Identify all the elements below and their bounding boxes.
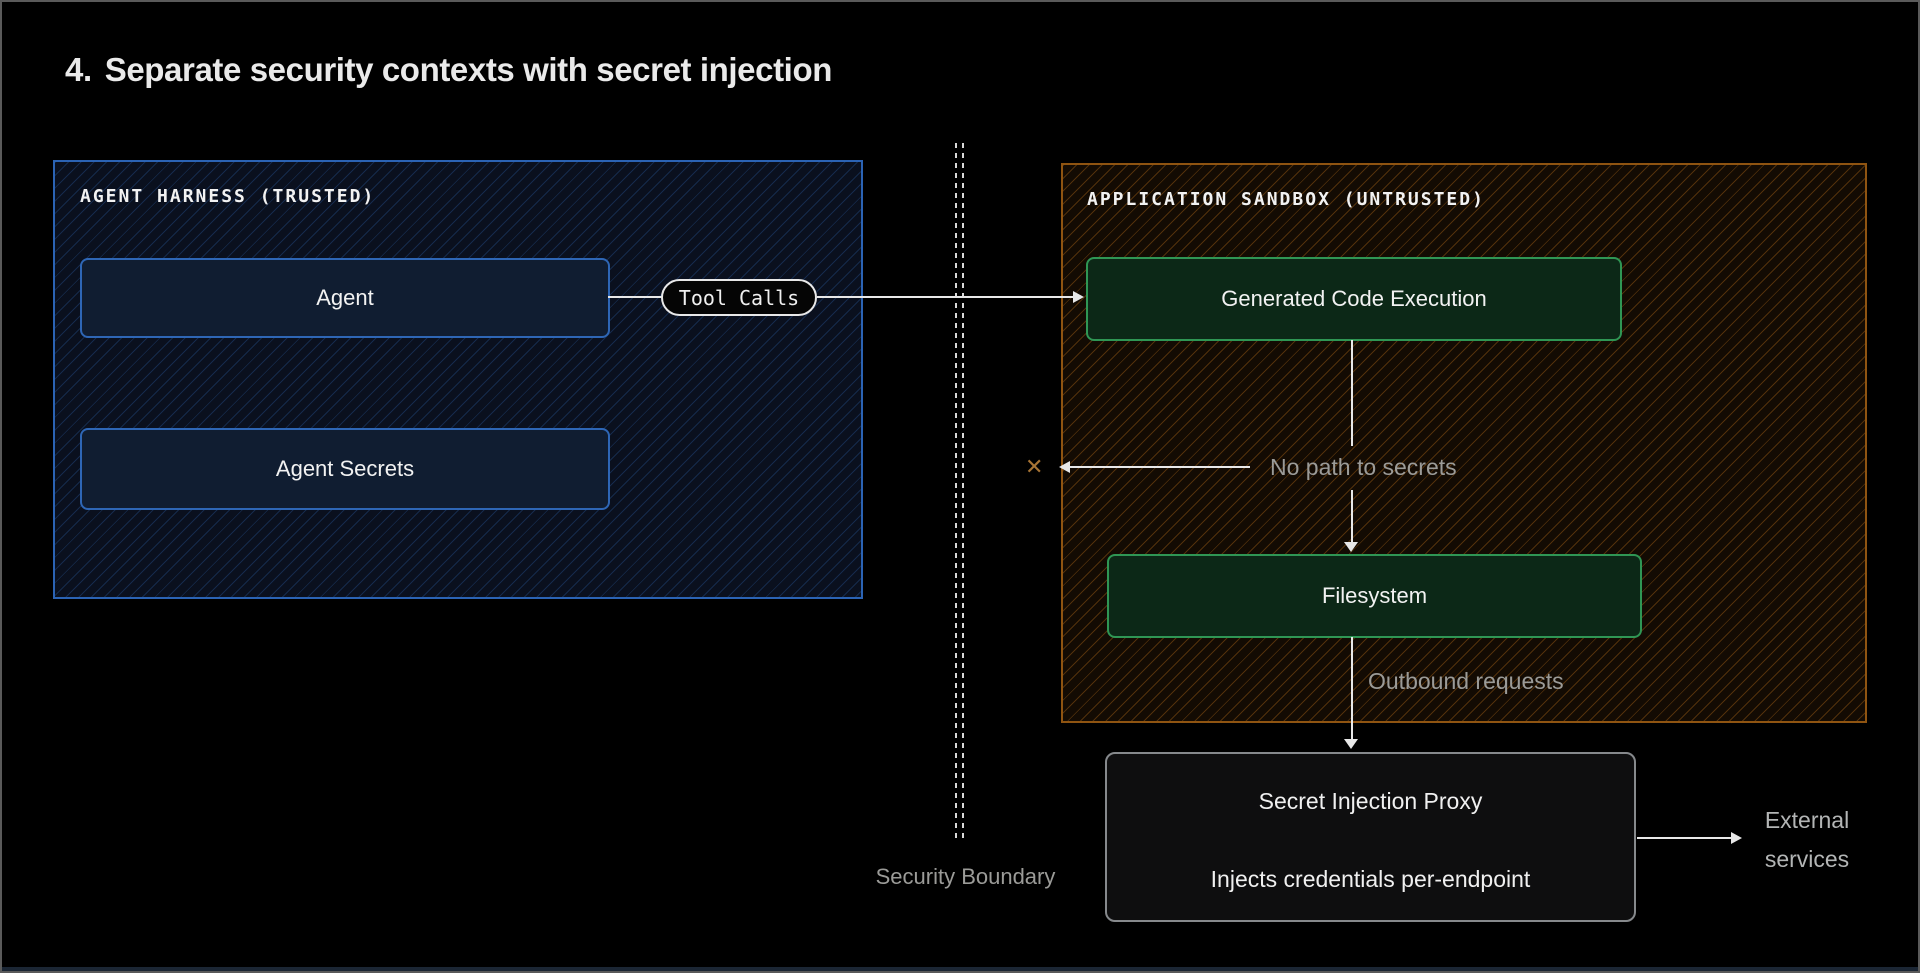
arrow-down-icon [1344, 542, 1358, 552]
connector-no-path-to-secrets [1070, 466, 1250, 468]
secret-injection-proxy-title: Secret Injection Proxy [1258, 788, 1483, 814]
outbound-requests-label: Outbound requests [1368, 668, 1564, 694]
application-sandbox-label: APPLICATION SANDBOX (UNTRUSTED) [1087, 189, 1485, 210]
external-services-line2: services [1764, 846, 1850, 872]
agent-harness-label: AGENT HARNESS (TRUSTED) [80, 186, 376, 207]
connector-tool-calls-to-gce [817, 296, 1074, 298]
page-title-text: Separate security contexts with secret i… [104, 51, 833, 88]
security-boundary-label: Security Boundary [875, 864, 1056, 889]
flow-line-to-filesystem [1351, 490, 1353, 543]
arrow-down-icon [1344, 739, 1358, 749]
arrow-left-icon [1059, 461, 1070, 473]
secret-injection-proxy-subtitle: Injects credentials per-endpoint [1210, 866, 1531, 892]
blocked-x-icon: ✕ [1025, 454, 1044, 479]
agent-node: Agent [80, 258, 610, 338]
external-services-label: External services [1748, 801, 1866, 879]
no-path-to-secrets-label: No path to secrets [1270, 454, 1457, 480]
filesystem-node-label: Filesystem [1321, 583, 1428, 608]
arrow-right-icon [1073, 291, 1084, 303]
filesystem-node: Filesystem [1107, 554, 1642, 638]
security-boundary-line-left [955, 143, 957, 840]
application-sandbox-panel: APPLICATION SANDBOX (UNTRUSTED) Generate… [1061, 163, 1867, 723]
connector-proxy-to-external [1637, 837, 1732, 839]
secret-injection-proxy-node: Secret Injection Proxy Injects credentia… [1105, 752, 1636, 922]
arrow-right-icon [1731, 832, 1742, 844]
tool-calls-pill: Tool Calls [661, 279, 817, 316]
external-services-line1: External [1764, 807, 1850, 833]
generated-code-execution-label: Generated Code Execution [1221, 286, 1487, 311]
connector-agent-to-tool-calls [608, 296, 662, 298]
security-boundary-line-right [962, 143, 964, 840]
generated-code-execution-node: Generated Code Execution [1086, 257, 1622, 341]
agent-node-label: Agent [316, 285, 374, 310]
bottom-edge-strip [2, 967, 1918, 971]
agent-secrets-node-label: Agent Secrets [275, 456, 415, 481]
agent-harness-panel: AGENT HARNESS (TRUSTED) Agent Agent Secr… [53, 160, 863, 599]
agent-secrets-node: Agent Secrets [80, 428, 610, 510]
flow-line-gce-down [1351, 340, 1353, 446]
page-title: 4. Separate security contexts with secret… [65, 52, 832, 88]
page-title-number: 4. [65, 51, 92, 88]
flow-line-to-proxy [1351, 637, 1353, 740]
